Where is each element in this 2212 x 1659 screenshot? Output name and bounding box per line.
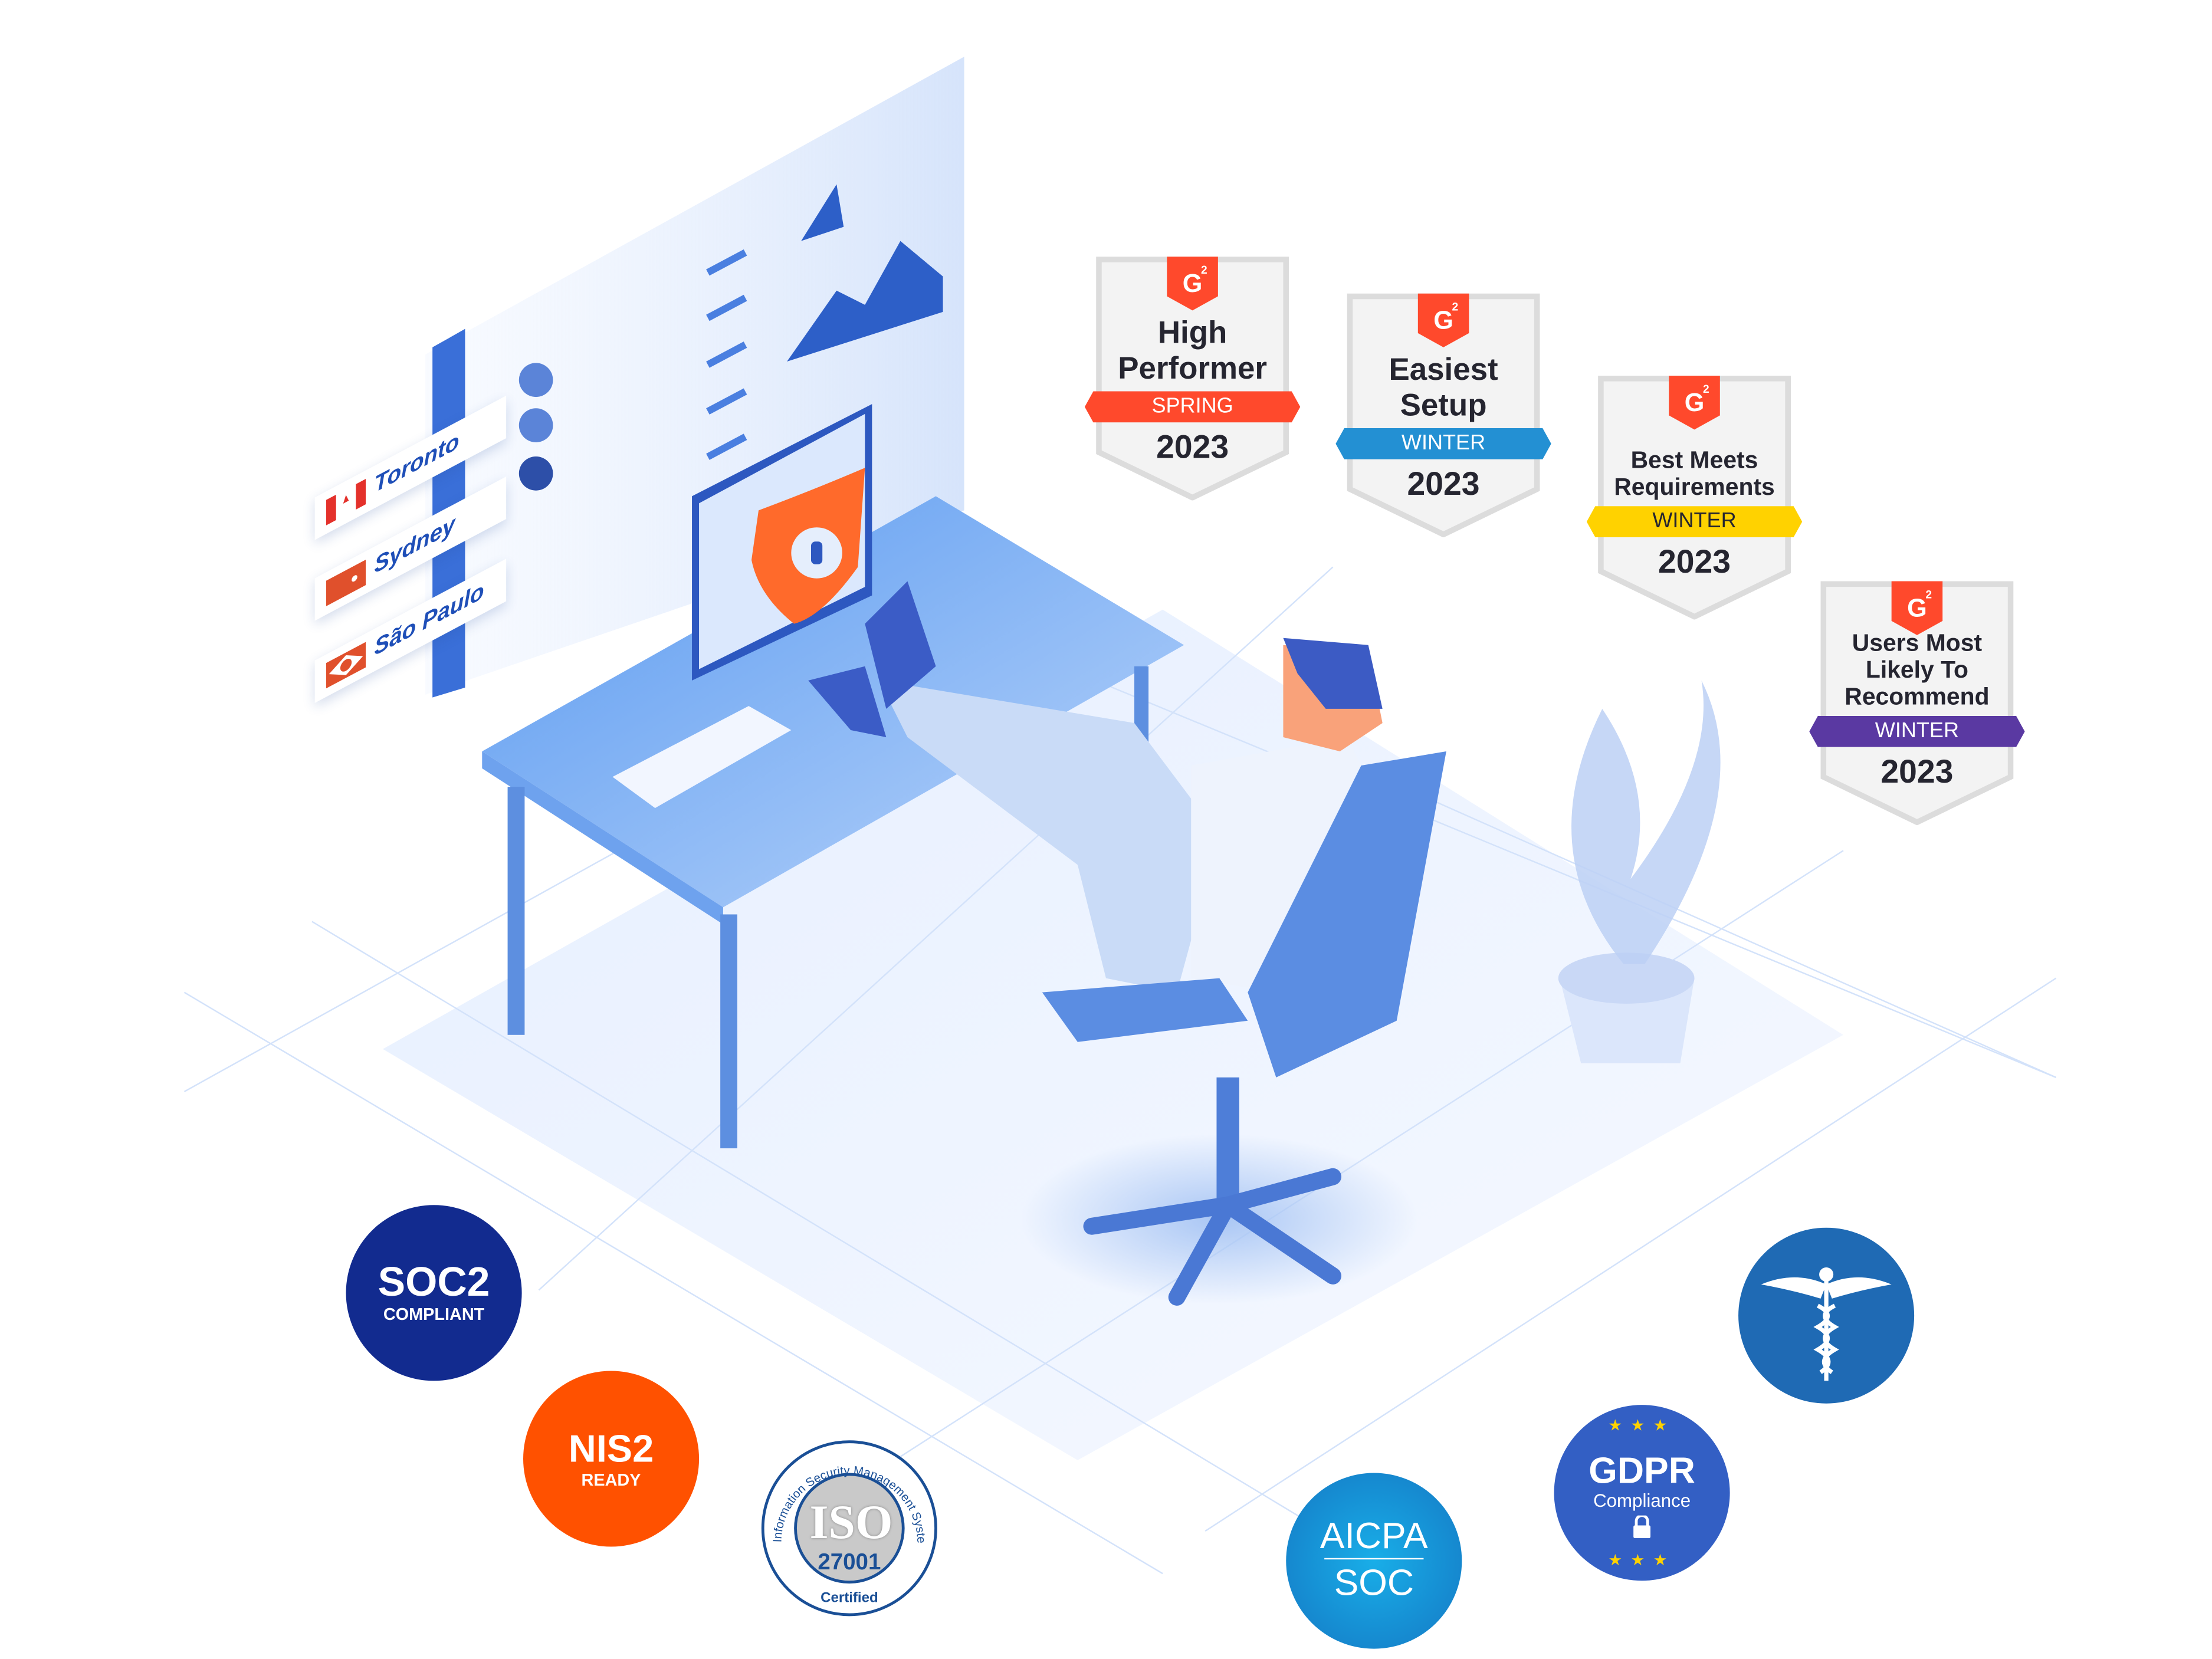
- keyboard: [612, 706, 792, 809]
- g2-logo-icon: [1167, 257, 1218, 311]
- badge-season-ribbon: WINTER: [1335, 428, 1551, 459]
- svg-text:G: G: [1433, 307, 1453, 335]
- badge-season-ribbon: WINTER: [1809, 715, 2025, 747]
- seal-title: SOC2: [378, 1260, 490, 1306]
- caduceus-icon: [1761, 1267, 1892, 1381]
- badge-shield: G 2: [1820, 581, 2014, 826]
- svg-text:2: 2: [1703, 383, 1709, 396]
- badge-year: 2023: [1880, 753, 1954, 790]
- gdpr-compliance-seal: ★★★ GDPR Compliance ★★★: [1554, 1405, 1730, 1581]
- seal-title: ISO: [809, 1497, 893, 1550]
- seal-bottom-text: Certified: [821, 1591, 878, 1607]
- iso-inner-disc: [794, 1473, 905, 1584]
- badge-season-ribbon: WINTER: [1586, 506, 1803, 538]
- seal-subtitle: READY: [581, 1470, 641, 1490]
- badge-shield: G 2: [1347, 293, 1540, 538]
- seal-title: GDPR: [1589, 1448, 1695, 1492]
- soc2-compliant-seal: SOC2 COMPLIANT: [346, 1205, 522, 1381]
- badge-title-line: Requirements: [1614, 473, 1775, 501]
- g2-logo-icon: [1669, 376, 1720, 430]
- badge-year: 2023: [1156, 428, 1229, 465]
- g2-logo-icon: [1417, 293, 1469, 347]
- monitor: [692, 404, 872, 681]
- canada-flag-icon: [326, 478, 366, 525]
- aicpa-soc-seal: AICPA SOC: [1286, 1473, 1462, 1649]
- office-chair: [1042, 751, 1446, 1306]
- badge-year: 2023: [1407, 465, 1480, 502]
- svg-text:G: G: [1907, 594, 1927, 623]
- badge-title-line: High: [1157, 314, 1228, 350]
- badge-title-line: Recommend: [1845, 683, 1990, 711]
- svg-text:2: 2: [1925, 589, 1932, 601]
- badge-title-line: Easiest: [1389, 351, 1498, 387]
- eu-stars-icon: ★★★: [1608, 1552, 1676, 1570]
- city-card-sao-paulo: São Paulo: [314, 559, 507, 704]
- seal-subtitle: SOC: [1334, 1561, 1415, 1604]
- seal-subtitle: Compliance: [1593, 1490, 1691, 1512]
- seal-number: 27001: [818, 1550, 881, 1575]
- badge-shield: G 2: [1598, 376, 1791, 620]
- hipaa-seal: [1738, 1227, 1915, 1404]
- svg-text:2: 2: [1452, 301, 1458, 313]
- g2-logo-icon: [1891, 581, 1943, 635]
- seal-title: NIS2: [568, 1427, 654, 1470]
- city-card-sydney: Sydney: [314, 476, 507, 621]
- badge-year: 2023: [1658, 543, 1731, 580]
- svg-text:G: G: [1183, 270, 1203, 298]
- badge-title-line: Setup: [1400, 387, 1487, 423]
- badge-title-line: Likely To: [1865, 656, 1969, 684]
- iso-27001-seal: ISO 27001 Certified Information Security…: [761, 1440, 937, 1617]
- svg-text:2: 2: [1201, 264, 1207, 277]
- badge-title-line: Best Meets: [1630, 446, 1758, 474]
- badge-title-line: Performer: [1118, 350, 1267, 386]
- australia-flag-icon: [326, 559, 366, 606]
- svg-text:G: G: [1685, 389, 1705, 417]
- lock-icon: [1633, 1514, 1651, 1539]
- badge-title-line: Users Most: [1852, 629, 1983, 656]
- brazil-flag-icon: [326, 642, 366, 689]
- city-card-toronto: Toronto: [314, 395, 507, 540]
- seal-title: AICPA: [1320, 1514, 1428, 1557]
- floor-grid: [183, 566, 2057, 1575]
- seal-subtitle: COMPLIANT: [383, 1304, 485, 1325]
- eu-stars-icon: ★★★: [1608, 1417, 1676, 1435]
- badge-season-ribbon: SPRING: [1084, 391, 1301, 423]
- nis2-ready-seal: NIS2 READY: [523, 1371, 700, 1547]
- badge-shield: G 2: [1096, 257, 1289, 501]
- potted-plant: [1558, 680, 1721, 1063]
